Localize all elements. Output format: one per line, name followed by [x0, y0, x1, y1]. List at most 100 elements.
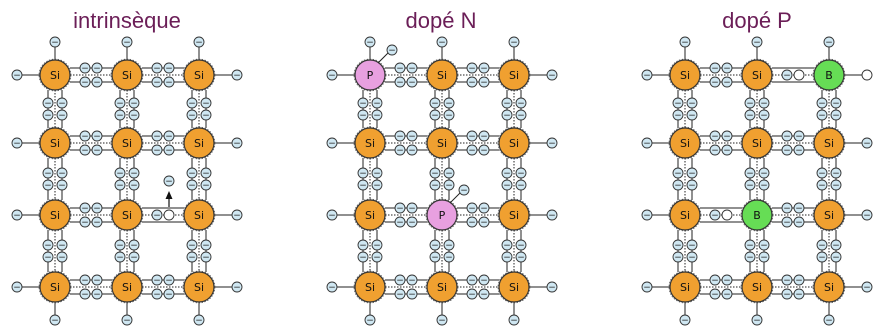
electron: [128, 239, 140, 251]
electron: [151, 274, 163, 286]
electron-charge: −: [746, 241, 754, 251]
electron-charge: −: [445, 181, 453, 191]
atom-shell: [497, 198, 531, 232]
electron-charge: −: [746, 253, 754, 263]
atom-shell: [110, 58, 144, 92]
electron: [79, 288, 91, 300]
electron-charge: −: [517, 169, 525, 179]
electron: [672, 251, 684, 263]
electron-charge: −: [643, 139, 651, 149]
electron-charge: −: [711, 78, 719, 88]
atom-label: P: [439, 209, 446, 222]
electron: [679, 314, 691, 326]
electron: [429, 251, 441, 263]
atom-label: Si: [824, 209, 834, 222]
atom-si: Si: [182, 58, 216, 92]
atom-shell: [812, 126, 846, 160]
atom-si: Si: [668, 198, 702, 232]
electron-charge: −: [863, 283, 871, 293]
atom-label: Si: [437, 137, 447, 150]
electron: [42, 251, 54, 263]
electron: [816, 167, 828, 179]
electron: [466, 144, 478, 156]
electron-charge: −: [202, 111, 210, 121]
electron: [186, 109, 198, 121]
electron-charge: −: [818, 253, 826, 263]
electron: [193, 36, 205, 48]
electron-charge: −: [832, 241, 840, 251]
electron-charge: −: [746, 169, 754, 179]
electron: [443, 167, 455, 179]
electron: [466, 62, 478, 74]
electron-charge: −: [359, 241, 367, 251]
electron-charge: −: [195, 38, 203, 48]
electron-charge: −: [51, 316, 59, 326]
atom-p: P−: [353, 44, 398, 92]
atom-si: Si: [110, 126, 144, 160]
electron-charge: −: [783, 218, 791, 228]
electron-charge: −: [93, 290, 101, 300]
hole: [721, 209, 733, 221]
electron: [42, 109, 54, 121]
electron: [436, 36, 448, 48]
electron: [861, 209, 873, 221]
electron: [163, 274, 175, 286]
electron: [823, 314, 835, 326]
electron: [515, 97, 527, 109]
electron-charge: −: [359, 181, 367, 191]
electron-charge: −: [832, 99, 840, 109]
electron: [163, 76, 175, 88]
electron-charge: −: [760, 253, 768, 263]
atom-shell: [740, 198, 774, 232]
atom-label: Si: [509, 137, 519, 150]
electron-charge: −: [51, 38, 59, 48]
electron-charge: −: [408, 276, 416, 286]
electron-charge: −: [116, 241, 124, 251]
atom-si: Si: [740, 58, 774, 92]
electron-charge: −: [153, 290, 161, 300]
electron: [781, 130, 793, 142]
electron-charge: −: [408, 204, 416, 214]
atom-core: [354, 59, 386, 91]
electron: [816, 109, 828, 121]
electron-charge: −: [431, 253, 439, 263]
electron-charge: −: [93, 146, 101, 156]
electron: [91, 202, 103, 214]
electron-charge: −: [760, 169, 768, 179]
atom-shell: [353, 270, 387, 304]
atom-si: Si: [668, 58, 702, 92]
electron-charge: −: [468, 218, 476, 228]
atom-si: Si: [668, 126, 702, 160]
atom-label: Si: [824, 281, 834, 294]
electron-charge: −: [688, 241, 696, 251]
electron-charge: −: [832, 169, 840, 179]
electron-charge: −: [328, 211, 336, 221]
electron: [641, 137, 653, 149]
electron-charge: −: [188, 253, 196, 263]
electron: [79, 130, 91, 142]
atom-si: Si: [497, 58, 531, 92]
electron-charge: −: [688, 253, 696, 263]
atom-label: B: [753, 209, 761, 222]
electron-charge: −: [359, 111, 367, 121]
electron-charge: −: [81, 146, 89, 156]
electron: [406, 216, 418, 228]
atom-label: Si: [509, 69, 519, 82]
electron-charge: −: [517, 111, 525, 121]
electron-charge: −: [373, 99, 381, 109]
electron-charge: −: [188, 99, 196, 109]
electron: [793, 288, 805, 300]
electron: [466, 76, 478, 88]
electron: [721, 288, 733, 300]
electron-charge: −: [760, 99, 768, 109]
electron: [436, 314, 448, 326]
atom-core: [813, 271, 845, 303]
electron-charge: −: [328, 71, 336, 81]
electron-charge: −: [13, 71, 21, 81]
atom-shell: [38, 126, 72, 160]
atom-core: [426, 199, 458, 231]
electron: [466, 288, 478, 300]
electron-charge: −: [153, 146, 161, 156]
electron-charge: −: [13, 283, 21, 293]
electron: [357, 167, 369, 179]
